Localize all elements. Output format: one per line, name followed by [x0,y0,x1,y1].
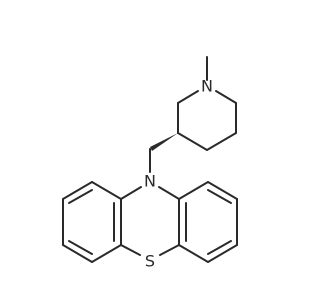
atom-label-s-phenothiazine: S [145,252,155,271]
bond-n-c2 [177,90,199,104]
bond-c3-c4 [177,132,208,151]
left-ring-bond-3-inner [68,189,93,204]
bond-n-ca [120,186,142,200]
wedge-bond [150,133,178,151]
right-benzene-ring [178,181,238,263]
right-ring-bond-5 [207,244,238,263]
left-ring-bond-5-inner [68,240,93,255]
atom-label-n-piperidine: N [201,77,213,96]
right-ring-bond-3-inner [207,189,232,204]
bond-n-c6 [215,90,237,104]
bond-s-cc [120,244,141,256]
bond-n-cb [158,186,180,200]
bond-c4-c5 [206,132,237,151]
right-ring-bond-3 [207,181,238,200]
molecule-canvas: N N S [62,56,238,271]
left-ring-bond-2 [91,181,122,200]
atom-label-n-phenothiazine: N [144,172,156,191]
right-ring-bond-5-inner [207,240,232,255]
left-ring-bond-6 [91,244,122,263]
right-ring-bond-6 [178,244,209,263]
left-benzene-ring [62,181,122,263]
piperidine-ring [177,56,237,151]
phenothiazine-core [120,186,180,256]
left-ring-bond-5 [62,244,93,263]
left-ring-bond-3 [62,181,93,200]
structure-diagram: N N S [62,56,238,271]
right-ring-bond-2 [178,181,209,200]
bond-s-cd [159,244,180,256]
